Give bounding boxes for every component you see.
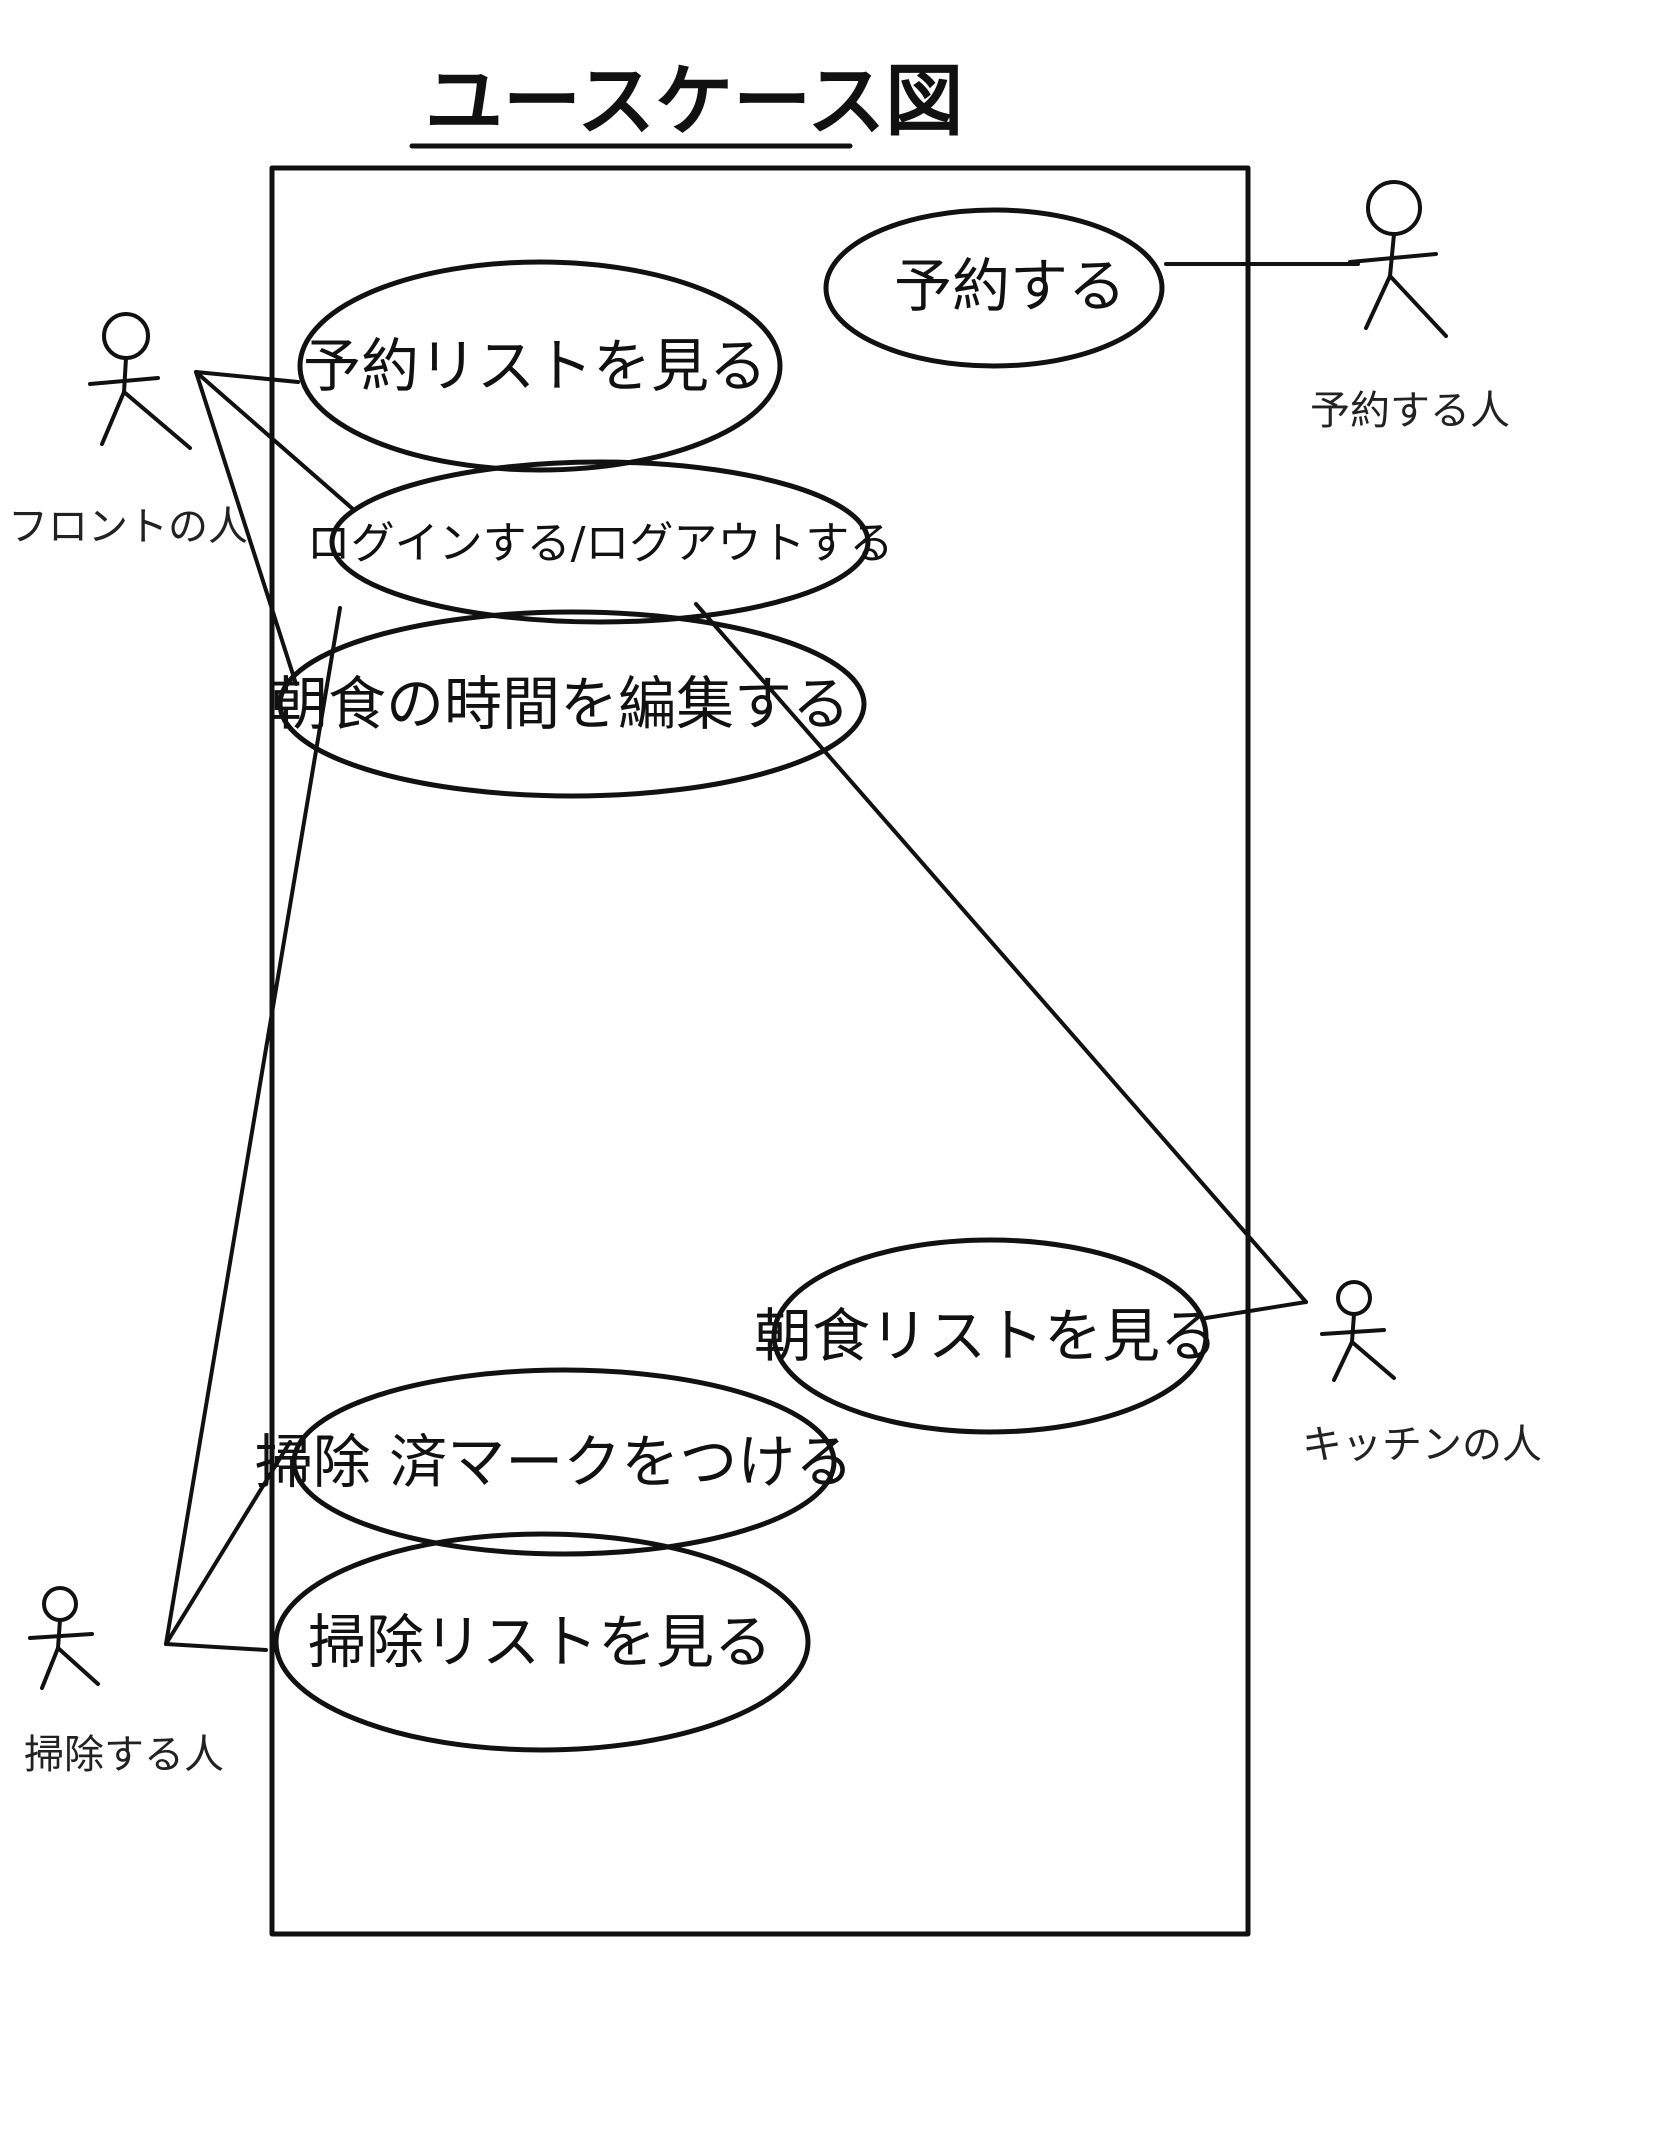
actor-front-label: フロントの人 (8, 504, 248, 550)
actor-kitchen: キッチンの人 (1302, 1280, 1542, 1468)
use-case-view-reservations: 予約リストを見る (297, 259, 783, 473)
actor-reserver: 予約する人 (1310, 180, 1510, 434)
diagram-title: ユースケース図 (425, 57, 963, 147)
assoc-cleaner-mark-cleaned (164, 1440, 292, 1646)
use-case-edit-breakfast-time: 朝食の時間を編集する (270, 609, 867, 799)
assoc-kitchen-view-breakfast (1204, 1300, 1308, 1320)
use-case-view-reservations-label: 予約リストを見る (303, 332, 767, 400)
use-case-mark-cleaned-label: 掃除 済マークをつける (255, 1428, 853, 1496)
use-case-view-breakfast-list-label: 朝食リストを見る (754, 1302, 1218, 1370)
use-case-view-reservations-oval (297, 259, 783, 473)
use-case-login-logout-label: ログインする/ログアウトする (307, 518, 894, 569)
actor-reserver-label: 予約する人 (1310, 388, 1510, 434)
assoc-cleaner-login (164, 606, 342, 1646)
use-case-view-cleaning-list-oval (273, 1531, 811, 1753)
assoc-front-edit-breakfast (194, 370, 298, 686)
use-case-reserve-label: 予約する (894, 252, 1126, 320)
stick-figure-icon (88, 312, 192, 450)
use-case-reserve-oval (823, 207, 1165, 369)
assoc-kitchen-login (694, 602, 1308, 1304)
assoc-front-login (194, 370, 356, 512)
use-case-edit-breakfast-time-oval (277, 609, 867, 799)
actor-cleaner: 掃除する人 (24, 1586, 224, 1778)
actor-front: フロントの人 (8, 312, 248, 550)
use-case-reserve: 予約する (823, 207, 1165, 369)
use-case-edit-breakfast-time-label: 朝食の時間を編集する (270, 670, 850, 738)
assoc-front-view-reservations (194, 370, 300, 384)
associations (164, 262, 1360, 1652)
use-case-login-logout: ログインする/ログアウトする (307, 459, 894, 625)
stick-figure-icon (1320, 1280, 1396, 1382)
use-case-view-cleaning-list: 掃除リストを見る (273, 1531, 811, 1753)
use-case-view-breakfast-list-oval (771, 1237, 1209, 1435)
stick-figure-icon (28, 1586, 100, 1690)
stick-figure-icon (1348, 180, 1448, 338)
assoc-cleaner-view-cleaning (164, 1642, 268, 1652)
use-case-view-cleaning-list-label: 掃除リストを見る (308, 1608, 772, 1676)
use-case-mark-cleaned: 掃除 済マークをつける (255, 1367, 853, 1557)
use-case-login-logout-oval (329, 459, 871, 625)
use-case-mark-cleaned-oval (291, 1367, 837, 1557)
system-boundary (269, 165, 1251, 1937)
use-case-view-breakfast-list: 朝食リストを見る (754, 1237, 1218, 1435)
actor-cleaner-label: 掃除する人 (24, 1732, 224, 1778)
actor-kitchen-label: キッチンの人 (1302, 1422, 1542, 1468)
